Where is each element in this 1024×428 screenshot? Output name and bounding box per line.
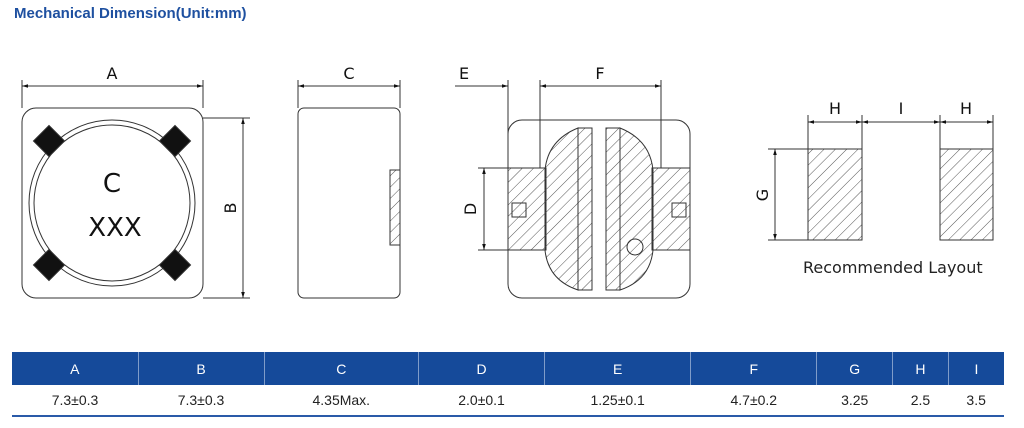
top-view bbox=[21, 80, 250, 299]
label-g: G bbox=[753, 189, 772, 201]
header-cell: H bbox=[892, 352, 949, 385]
label-h-left: H bbox=[829, 99, 841, 118]
label-f: F bbox=[595, 64, 604, 83]
label-i: I bbox=[899, 99, 904, 118]
side-view bbox=[297, 80, 401, 299]
value-cell: 4.35Max. bbox=[312, 392, 371, 408]
section-title: Mechanical Dimension(Unit:mm) bbox=[14, 5, 247, 22]
header-cell: G bbox=[816, 352, 893, 385]
header-cell: B bbox=[137, 352, 265, 385]
header-cell: D bbox=[418, 352, 545, 385]
header-cell: I bbox=[947, 352, 1004, 385]
dimension-table: A B C D E F G H I 7.3±0.3 7.3±0.3 4.35Ma… bbox=[12, 352, 1004, 417]
label-c: C bbox=[343, 64, 354, 83]
value-cell: 2.5 bbox=[910, 392, 931, 408]
label-d: D bbox=[461, 203, 480, 215]
value-cell: 2.0±0.1 bbox=[458, 392, 505, 408]
bottom-view bbox=[455, 80, 691, 299]
label-a: A bbox=[107, 64, 118, 83]
header-cell: F bbox=[690, 352, 817, 385]
value-cell: 3.5 bbox=[966, 392, 986, 408]
value-cell: 7.3±0.3 bbox=[177, 392, 225, 408]
table-row: 7.3±0.3 7.3±0.3 4.35Max. 2.0±0.1 1.25±0.… bbox=[12, 385, 1004, 416]
header-cell: A bbox=[12, 352, 139, 385]
recommended-layout-caption: Recommended Layout bbox=[803, 258, 983, 277]
header-cell: E bbox=[544, 352, 691, 385]
label-b: B bbox=[221, 203, 240, 214]
marking-line-2: XXX bbox=[88, 213, 141, 243]
value-cell: 3.25 bbox=[841, 392, 869, 408]
label-e: E bbox=[459, 64, 469, 83]
label-h-right: H bbox=[960, 99, 972, 118]
marking-line-1: C bbox=[103, 169, 121, 199]
table-header-row: A B C D E F G H I bbox=[12, 352, 1004, 385]
value-cell: 1.25±0.1 bbox=[590, 392, 645, 408]
value-cell: 7.3±0.3 bbox=[51, 392, 99, 408]
value-cell: 4.7±0.2 bbox=[730, 392, 778, 408]
header-cell: C bbox=[263, 352, 419, 385]
recommended-layout bbox=[768, 115, 994, 241]
mechanical-drawing: C XXX A B C D E F G H I H bbox=[21, 64, 994, 299]
